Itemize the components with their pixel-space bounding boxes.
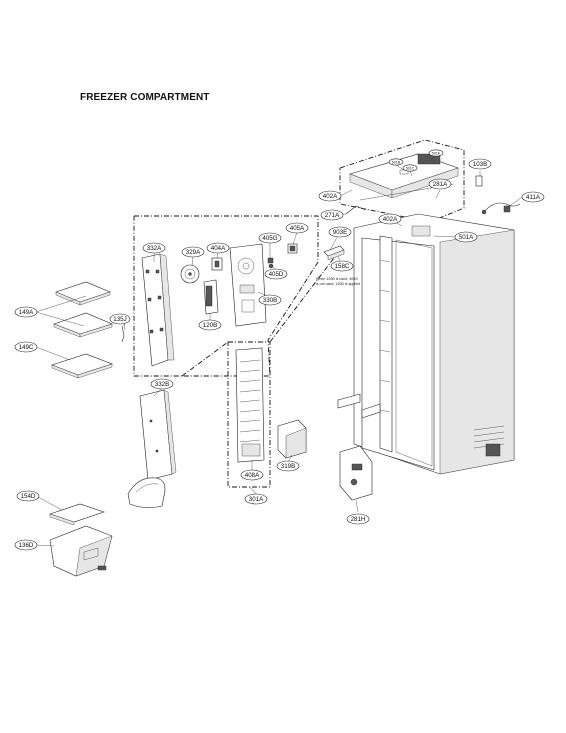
callout-330b: 330B bbox=[258, 294, 282, 306]
door-rail bbox=[337, 393, 381, 419]
callout-154d: 154D bbox=[16, 490, 40, 502]
fan-shroud-330b bbox=[229, 243, 267, 327]
label-329a: 329A bbox=[186, 249, 201, 256]
callout-281h: 281H bbox=[346, 513, 370, 525]
callout-332a: 332A bbox=[142, 242, 166, 254]
shelf-149a-upper bbox=[55, 281, 111, 306]
label-332b: 332B bbox=[155, 381, 169, 388]
lower-hinge-281h bbox=[339, 445, 373, 501]
label-103b: 103B bbox=[473, 161, 487, 168]
drawer-cover-154d bbox=[49, 503, 105, 526]
label-135j: 135J bbox=[113, 316, 126, 323]
bracket-158c bbox=[323, 245, 345, 261]
sensor-405a bbox=[287, 243, 298, 254]
callout-501c: 501C bbox=[402, 164, 418, 172]
group-connector-line bbox=[181, 341, 229, 377]
label-501f: 501F bbox=[432, 151, 441, 155]
evaporator-cover-332a bbox=[141, 253, 175, 367]
label-319b: 319B bbox=[281, 463, 295, 470]
evaporator-panel-332b bbox=[139, 389, 177, 481]
label-136d: 136D bbox=[19, 542, 34, 549]
callout-405a: 405A bbox=[285, 222, 309, 234]
evaporator-coil-408a bbox=[235, 347, 265, 463]
callout-149a: 149A bbox=[14, 306, 38, 318]
label-149a: 149A bbox=[19, 309, 34, 316]
leader-line bbox=[35, 346, 71, 361]
label-149c: 149C bbox=[19, 344, 34, 351]
label-408a: 408A bbox=[245, 472, 260, 479]
label-154d: 154D bbox=[21, 493, 36, 500]
callout-402a-lower: 402A bbox=[378, 213, 402, 225]
label-281a: 281A bbox=[433, 181, 448, 188]
shelf-149c bbox=[51, 353, 113, 379]
callout-501b: 501B bbox=[388, 158, 404, 166]
label-501b: 501B bbox=[392, 160, 401, 164]
callout-281a: 281A bbox=[428, 178, 452, 190]
wire-note-1: When 120B is used, 405G bbox=[316, 277, 358, 281]
sensor-103b bbox=[475, 175, 483, 187]
label-405a: 405A bbox=[290, 225, 305, 232]
callout-408a: 408A bbox=[240, 469, 264, 481]
callout-135j: 135J bbox=[109, 313, 131, 325]
fan-housing-lower bbox=[127, 477, 166, 508]
sensor-405d bbox=[268, 263, 274, 269]
label-120b: 120B bbox=[203, 322, 217, 329]
callout-149c: 149C bbox=[14, 341, 38, 353]
callout-405d: 405D bbox=[264, 268, 288, 280]
label-332a: 332A bbox=[147, 245, 162, 252]
label-402a-lower: 402A bbox=[383, 216, 398, 223]
damper-120b bbox=[203, 279, 219, 315]
label-903e: 903E bbox=[333, 229, 347, 236]
callout-329a: 329A bbox=[181, 246, 205, 258]
callout-158c: 158C bbox=[330, 260, 354, 272]
label-271a: 271A bbox=[325, 212, 340, 219]
callout-404a: 404A bbox=[206, 242, 230, 254]
evaporator-group-boundary bbox=[133, 215, 319, 377]
label-281h: 281H bbox=[351, 516, 366, 523]
fan-bracket-404a bbox=[211, 257, 223, 271]
hinge-271a bbox=[345, 205, 367, 215]
label-501c: 501C bbox=[406, 166, 415, 170]
label-330b: 330B bbox=[263, 297, 277, 304]
page-title: FREEZER COMPARTMENT bbox=[80, 92, 210, 103]
fan-group-boundary bbox=[227, 341, 271, 488]
label-301a: 301A bbox=[249, 496, 264, 503]
callout-332b: 332B bbox=[150, 378, 174, 390]
group-connector-line bbox=[269, 249, 341, 343]
label-158c: 158C bbox=[335, 263, 350, 270]
callout-271a: 271A bbox=[320, 209, 344, 221]
label-411a: 411A bbox=[526, 194, 541, 201]
label-405d: 405D bbox=[269, 271, 284, 278]
fan-motor-329a bbox=[180, 264, 200, 284]
callout-501a: 501A bbox=[454, 231, 478, 243]
label-501a: 501A bbox=[459, 234, 474, 241]
shelf-149a-lower bbox=[53, 312, 113, 338]
label-405g: 405G bbox=[262, 235, 277, 242]
label-402a-upper: 402A bbox=[323, 193, 338, 200]
sensor-405g bbox=[267, 257, 274, 264]
freezer-cabinet bbox=[353, 213, 515, 475]
callout-903e: 903E bbox=[328, 226, 352, 238]
leader-line bbox=[35, 295, 87, 313]
wire-harness-411a bbox=[481, 202, 521, 215]
callout-301a: 301A bbox=[244, 493, 268, 505]
top-cover-assembly bbox=[349, 153, 459, 201]
shelf-clip-135j bbox=[121, 325, 125, 343]
label-404a: 404A bbox=[211, 245, 226, 252]
drain-pan-319b bbox=[277, 419, 307, 459]
top-cover-group-boundary bbox=[339, 139, 465, 223]
callout-120b: 120B bbox=[198, 319, 222, 331]
callout-319b: 319B bbox=[276, 460, 300, 472]
callout-402a-upper: 402A bbox=[318, 190, 342, 202]
callout-405g: 405G bbox=[258, 232, 282, 244]
leader-line bbox=[35, 311, 85, 327]
callout-103b: 103B bbox=[468, 158, 492, 170]
callout-136d: 136D bbox=[14, 539, 38, 551]
callout-411a: 411A bbox=[521, 191, 545, 203]
callout-501f: 501F bbox=[428, 149, 444, 157]
wire-note-2: is not used, 120B is applied bbox=[316, 282, 360, 286]
drawer-136d bbox=[49, 525, 113, 577]
